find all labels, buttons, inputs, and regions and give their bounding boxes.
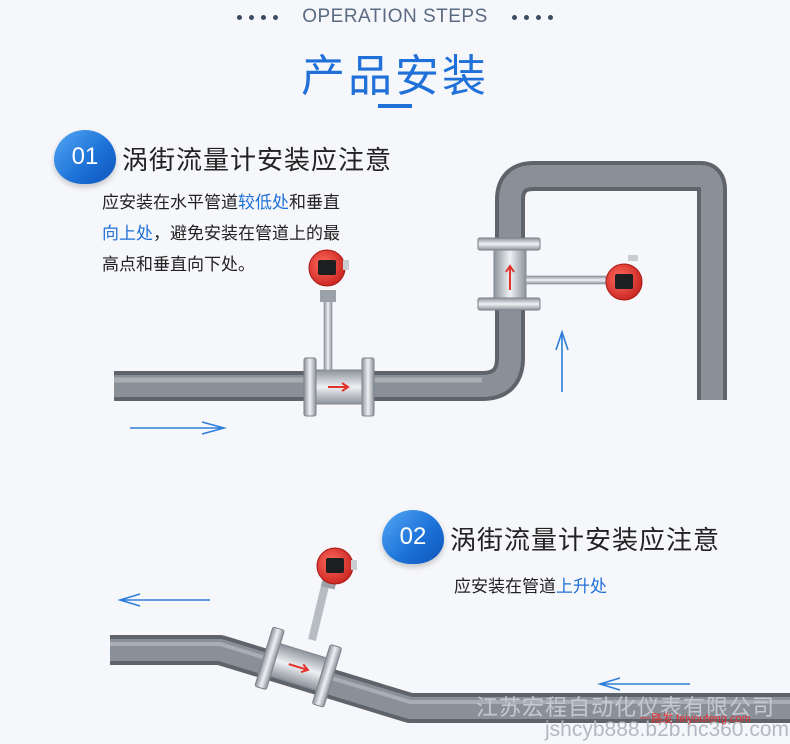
step-description-01: 应安装在水平管道较低处和垂直 向上处，避免安装在管道上的最 高点和垂直向下处。 bbox=[102, 193, 340, 275]
step-number-02: 02 bbox=[399, 523, 427, 550]
watermark-small: 一路发 feiyoufeng.com bbox=[640, 713, 751, 725]
transmitter-2 bbox=[308, 547, 357, 641]
step-title-02: 涡街流量计安装应注意 bbox=[450, 526, 721, 556]
header-en-title: OPERATION STEPS bbox=[302, 6, 488, 27]
flowmeter-inclined-2 bbox=[254, 626, 342, 708]
title-underline bbox=[378, 104, 412, 108]
flow-arrow-right-icon bbox=[130, 421, 228, 435]
watermark-url: jshcyb888.b2b.hc360.com bbox=[545, 718, 789, 741]
header-dots-left bbox=[237, 14, 279, 20]
watermark-company: 江苏宏程自动化仪表有限公司 bbox=[476, 696, 776, 721]
header-en: OPERATION STEPS bbox=[0, 4, 790, 30]
flow-arrow-up-icon bbox=[555, 329, 569, 392]
flow-arrow-left-icon bbox=[117, 593, 210, 607]
page-title: 产品安装 bbox=[301, 51, 489, 102]
step-title-01: 涡街流量计安装应注意 bbox=[122, 146, 393, 176]
flow-arrow-left-icon-2 bbox=[597, 677, 690, 691]
step-number-01: 01 bbox=[71, 143, 99, 170]
flowmeter-horizontal-1 bbox=[303, 249, 375, 417]
header-dots-right bbox=[511, 14, 553, 20]
step-badge-02: 02 bbox=[382, 510, 444, 564]
pipe-system-1 bbox=[114, 161, 727, 401]
flowmeter-vertical-1 bbox=[477, 237, 643, 311]
step-description-02: 应安装在管道上升处 bbox=[454, 577, 607, 597]
highlight-upward: 向上处 bbox=[102, 224, 153, 244]
step-badge-01: 01 bbox=[54, 130, 116, 184]
highlight-rising: 上升处 bbox=[556, 577, 607, 597]
highlight-lower: 较低处 bbox=[238, 193, 289, 213]
